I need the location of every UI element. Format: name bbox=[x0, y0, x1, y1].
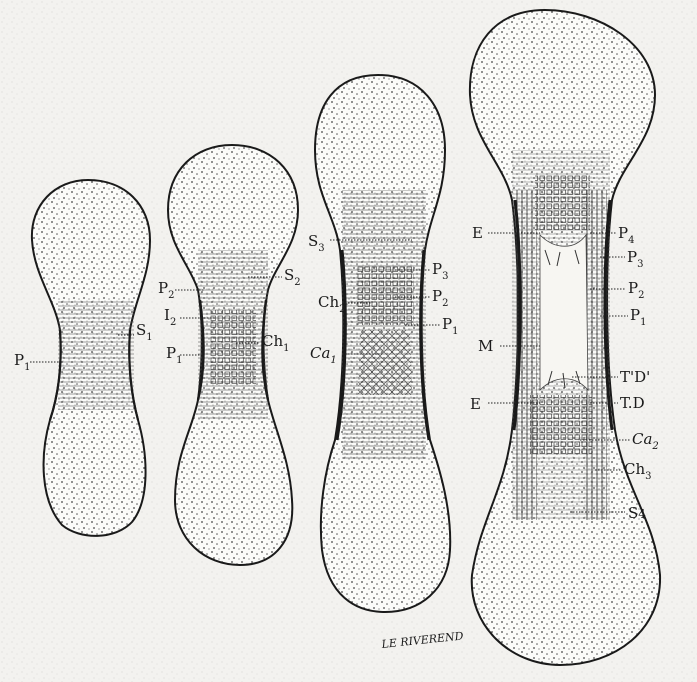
label-td: T.D bbox=[620, 394, 645, 412]
label-e-lower: E bbox=[470, 395, 481, 413]
bone-1-shaft-striation bbox=[58, 300, 134, 410]
bone-4-marrow-cavity bbox=[540, 235, 588, 390]
label-tprime-dprime: T'D' bbox=[620, 368, 650, 386]
bone-3-ossification-zone bbox=[358, 330, 412, 395]
label-e-upper: E bbox=[472, 224, 483, 242]
label-s4: S4 bbox=[628, 504, 646, 522]
bone-2-cell-zone bbox=[210, 310, 256, 385]
label-m: M bbox=[478, 337, 493, 355]
bone-4-lower-cell-zone bbox=[530, 395, 592, 455]
bone-3-cell-zone bbox=[356, 265, 414, 325]
bone-4-upper-cell-zone bbox=[535, 175, 590, 230]
